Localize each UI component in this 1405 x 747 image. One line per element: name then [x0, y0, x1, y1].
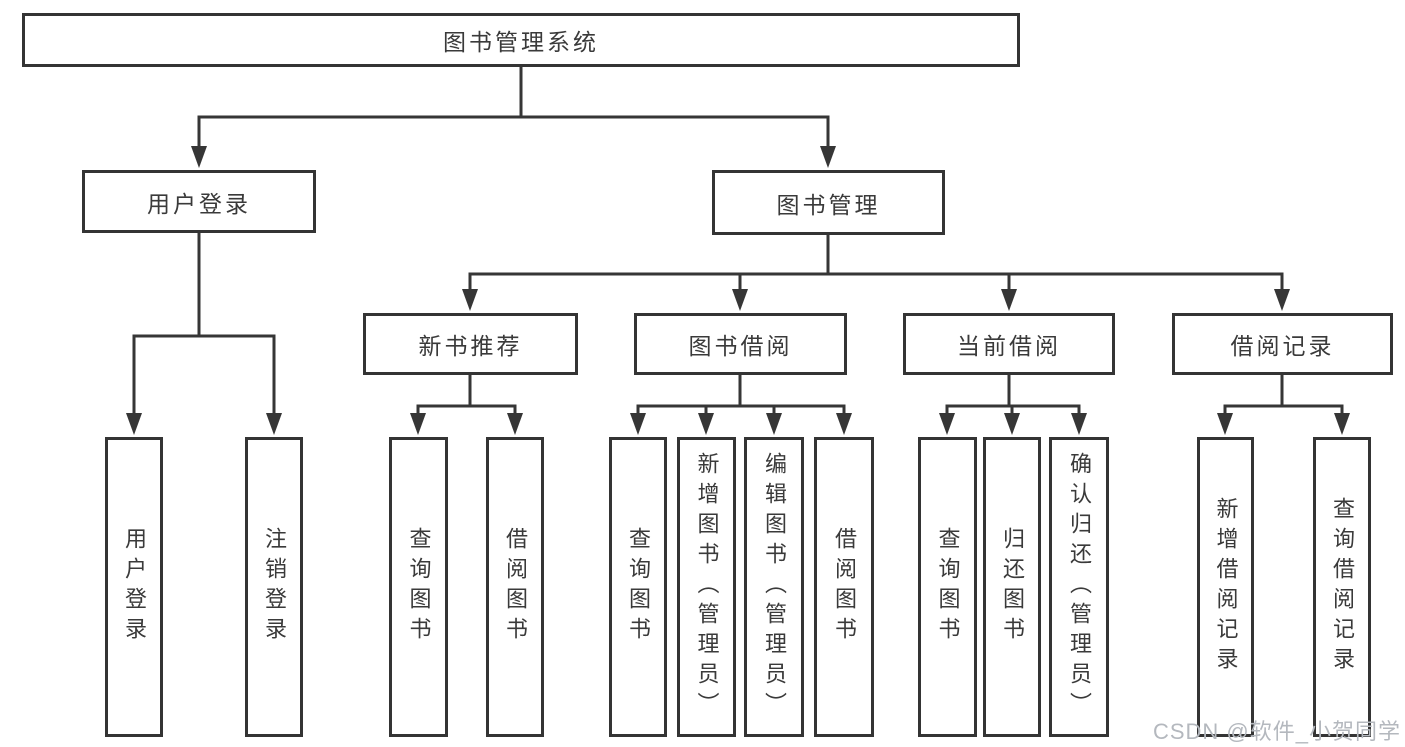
- node-book-mgmt-label: 图书管理: [776, 191, 881, 218]
- node-new-books-label: 新书推荐: [418, 333, 523, 359]
- leaf-current-query: 查询图书: [918, 437, 977, 737]
- node-book-mgmt: 图书管理: [712, 170, 945, 235]
- connector-current-borrow-to-leaves: [939, 373, 1087, 435]
- connector-book-mgmt-to-level3: [462, 233, 1290, 311]
- connector-user-login-to-leaves: [126, 231, 282, 435]
- watermark: CSDN @软件_小贺同学: [1152, 719, 1401, 744]
- node-root-label: 图书管理系统: [443, 29, 599, 55]
- leaf-current-return: 归还图书: [983, 437, 1041, 737]
- leaf-user-login-label: 用户登录: [122, 527, 147, 647]
- node-root: 图书管理系统: [22, 13, 1020, 67]
- leaf-borrow-add-label: 新增图书（管理员）: [694, 452, 720, 722]
- leaf-borrow-book-label: 借阅图书: [832, 527, 857, 647]
- connector-borrow-records-to-leaves: [1217, 373, 1350, 435]
- leaf-logout: 注销登录: [245, 437, 303, 737]
- node-book-borrow-label: 图书借阅: [688, 333, 793, 359]
- connector-new-books-to-leaves: [410, 373, 523, 435]
- connector-book-borrow-to-leaves: [630, 373, 852, 435]
- node-user-login: 用户登录: [82, 170, 316, 233]
- leaf-record-query: 查询借阅记录: [1313, 437, 1371, 737]
- leaf-newbooks-borrow: 借阅图书: [486, 437, 544, 737]
- leaf-record-add-label: 新增借阅记录: [1213, 497, 1239, 677]
- leaf-current-return-label: 归还图书: [1000, 527, 1025, 647]
- node-borrow-records: 借阅记录: [1172, 313, 1393, 375]
- leaf-current-query-label: 查询图书: [935, 527, 961, 647]
- leaf-record-add: 新增借阅记录: [1197, 437, 1254, 737]
- leaf-logout-label: 注销登录: [262, 527, 287, 647]
- leaf-newbooks-query-label: 查询图书: [406, 527, 432, 647]
- node-book-borrow: 图书借阅: [634, 313, 847, 375]
- leaf-borrow-query: 查询图书: [609, 437, 667, 737]
- leaf-newbooks-query: 查询图书: [389, 437, 448, 737]
- leaf-borrow-edit: 编辑图书（管理员）: [744, 437, 804, 737]
- leaf-borrow-add: 新增图书（管理员）: [677, 437, 736, 737]
- node-user-login-label: 用户登录: [147, 190, 251, 217]
- leaf-user-login: 用户登录: [105, 437, 163, 737]
- leaf-borrow-query-label: 查询图书: [626, 527, 651, 647]
- node-new-books: 新书推荐: [363, 313, 578, 375]
- leaf-newbooks-borrow-label: 借阅图书: [503, 527, 528, 647]
- leaf-record-query-label: 查询借阅记录: [1330, 497, 1355, 677]
- node-borrow-records-label: 借阅记录: [1230, 333, 1335, 359]
- leaf-current-confirm: 确认归还（管理员）: [1049, 437, 1109, 737]
- node-current-borrow-label: 当前借阅: [957, 333, 1061, 359]
- node-current-borrow: 当前借阅: [903, 313, 1115, 375]
- connector-root-to-level2: [191, 65, 836, 168]
- leaf-current-confirm-label: 确认归还（管理员）: [1067, 452, 1092, 722]
- leaf-borrow-book: 借阅图书: [814, 437, 874, 737]
- leaf-borrow-edit-label: 编辑图书（管理员）: [762, 452, 787, 722]
